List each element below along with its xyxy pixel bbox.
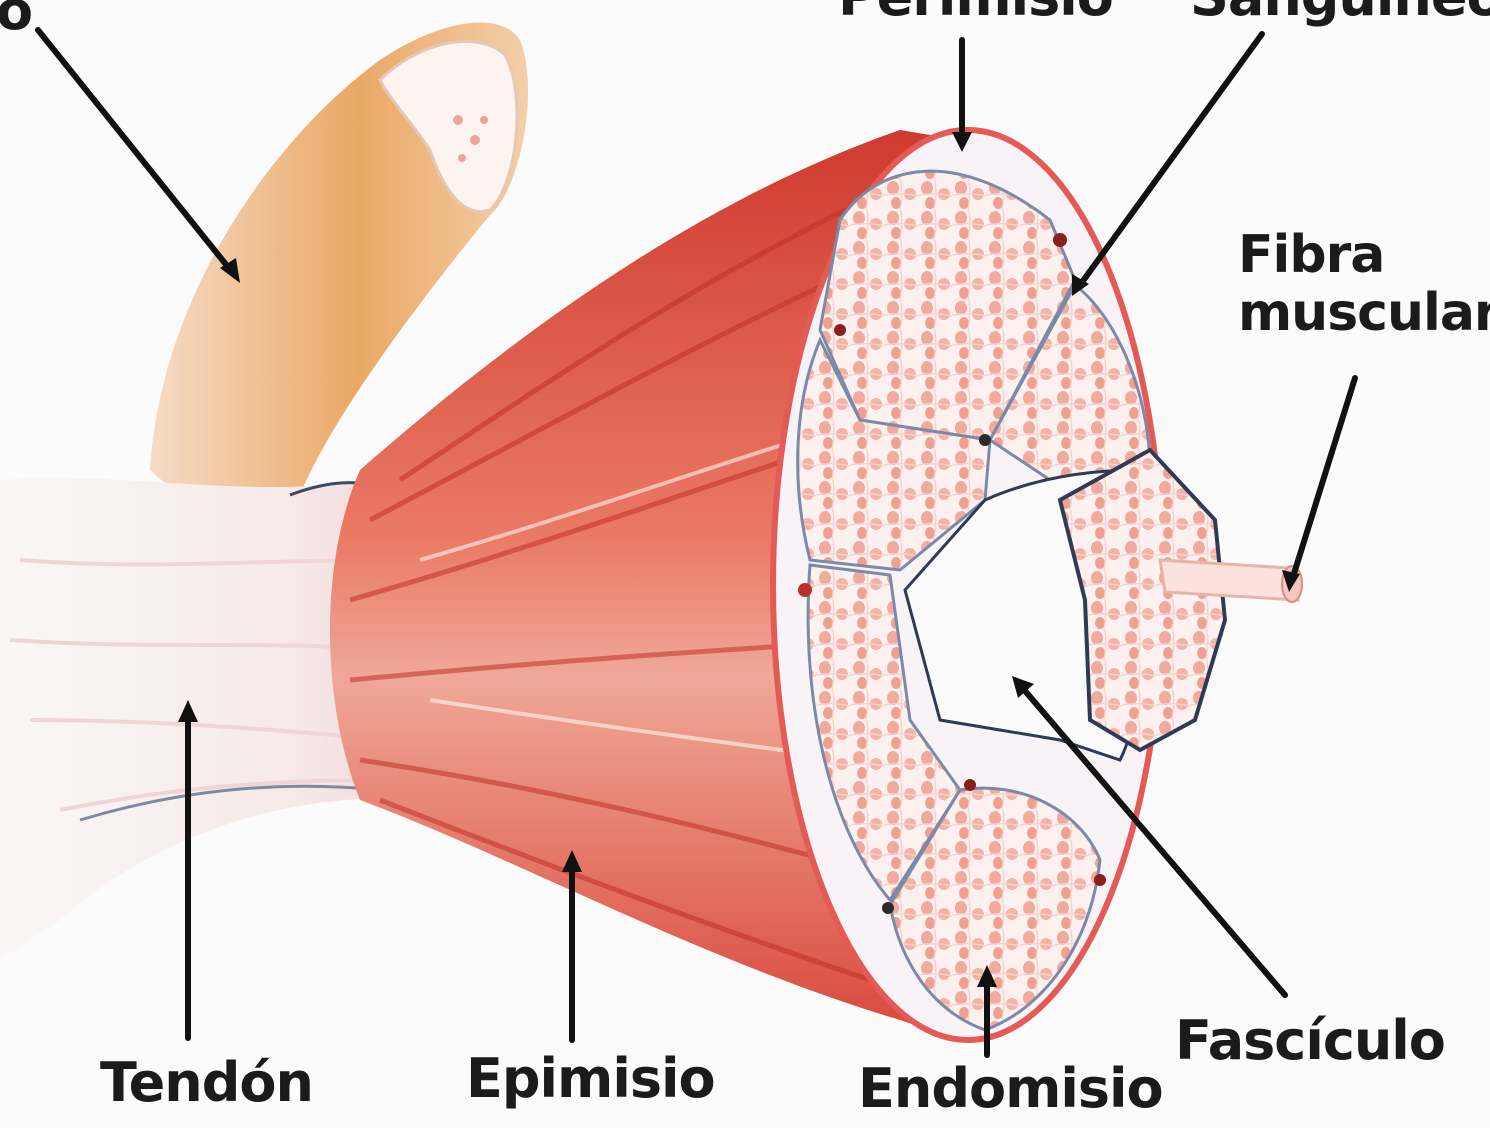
label-fibra-line2: muscular (1238, 284, 1490, 342)
label-fibra-muscular: Fibra muscular (1238, 226, 1490, 342)
leader-line-hueso (38, 30, 232, 272)
label-perimisio: Perimisio (838, 0, 1113, 24)
label-hueso: o (0, 0, 32, 38)
label-epimisio: Epimisio (466, 1052, 715, 1106)
cross-section (773, 130, 1302, 1040)
label-vasos-sanguineos: Sanguíneos (1190, 0, 1490, 24)
label-endomisio: Endomisio (858, 1062, 1163, 1116)
leader-line-fibra (1292, 378, 1355, 580)
label-fibra-line1: Fibra (1238, 226, 1490, 284)
label-fasciculo: Fascículo (1175, 1014, 1445, 1068)
label-tendon: Tendón (100, 1056, 313, 1110)
leader-line-vasos (1080, 34, 1262, 285)
